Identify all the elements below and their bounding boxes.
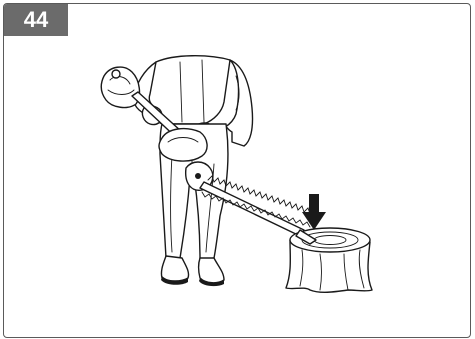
figure-frame: 44 (3, 3, 471, 338)
illustration (4, 4, 470, 337)
down-arrow-icon (302, 194, 326, 230)
left-boot (161, 256, 188, 281)
tree-stump (286, 228, 372, 292)
front-handle (159, 129, 207, 161)
right-boot (199, 258, 225, 283)
